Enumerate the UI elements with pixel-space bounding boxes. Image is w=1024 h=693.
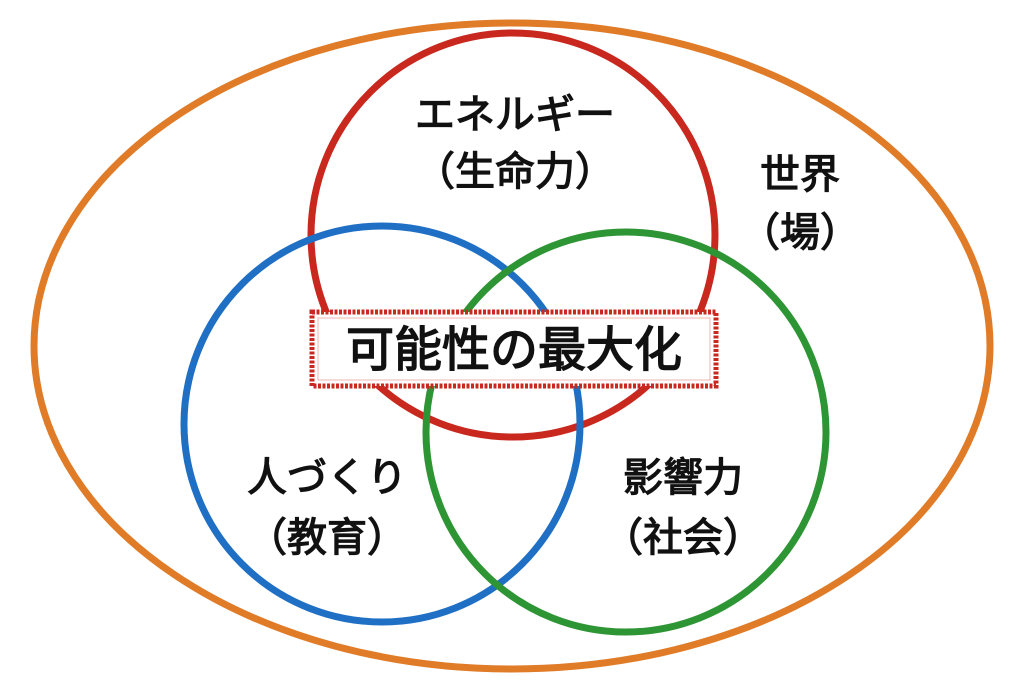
center-box: 可能性の最大化 [309,309,719,389]
influence-circle [422,228,830,636]
influence-sublabel: （社会） [603,515,763,561]
education-circle [180,222,584,626]
energy-label: エネルギー [415,92,615,138]
energy-circle [307,29,719,441]
education-label: 人づくり [247,455,407,501]
influence-label: 影響力 [623,455,743,501]
center-box-inner-border [317,317,711,381]
education-sublabel: （教育） [247,515,407,561]
world-ellipse [30,19,994,673]
world-sublabel: （場） [740,210,860,256]
world-label: 世界 [760,152,840,198]
center-label: 可能性の最大化 [346,322,682,378]
energy-sublabel: （生命力） [415,149,615,195]
center-box-background [309,309,719,389]
